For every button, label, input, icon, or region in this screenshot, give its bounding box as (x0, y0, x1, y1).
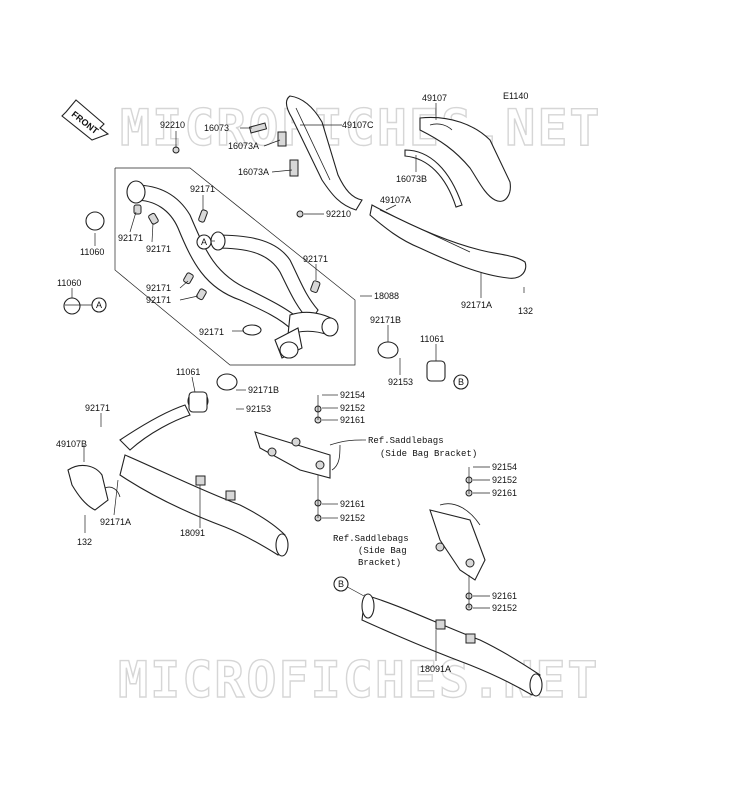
label-16073A-2: 16073A (238, 167, 269, 177)
svg-text:A: A (96, 300, 102, 310)
label-92154-b: 92154 (492, 462, 517, 472)
label-49107C: 49107C (342, 120, 374, 130)
clip-16073 (248, 122, 268, 134)
label-18091: 18091 (180, 528, 205, 538)
label-92161-b: 92161 (340, 499, 365, 509)
label-92171-f: 92171 (303, 254, 328, 264)
clamp-92171B-a (377, 341, 399, 359)
label-92152-b: 92152 (340, 513, 365, 523)
label-92171A-low: 92171A (100, 517, 131, 527)
saddlebag-bracket-right (429, 503, 486, 581)
label-11061-b: 11061 (176, 367, 200, 377)
ref-saddlebags-2-line2: (Side Bag (358, 546, 407, 556)
end-cap-49107B (67, 464, 121, 511)
label-132-top: 132 (518, 306, 533, 316)
label-92152-c: 92152 (492, 475, 517, 485)
label-92171-d: 92171 (146, 283, 171, 293)
label-92171-h: 92171 (85, 403, 110, 413)
label-11061-a: 11061 (420, 334, 444, 344)
ref-saddlebags-2-line1: Ref.Saddlebags (333, 534, 409, 544)
label-49107B: 49107B (56, 439, 87, 449)
label-92171-b: 92171 (118, 233, 143, 243)
muffler-18091A (361, 593, 543, 697)
heat-shield-49107 (419, 116, 511, 202)
label-49107: 49107 (422, 93, 447, 103)
svg-text:B: B (458, 377, 464, 387)
label-11060-a: 11060 (80, 247, 104, 257)
label-92161-a: 92161 (340, 415, 365, 425)
clamp-92171B-b (216, 373, 238, 391)
y-pipe-18088 (126, 180, 339, 359)
label-11060-b: 11060 (57, 278, 81, 288)
diagram-code: E1140 (503, 91, 528, 101)
heat-shield-49107C (285, 95, 363, 211)
label-132-low: 132 (77, 537, 92, 547)
label-92153-b: 92153 (246, 404, 271, 414)
svg-text:A: A (201, 237, 207, 247)
label-92161-d: 92161 (492, 591, 517, 601)
label-16073B: 16073B (396, 174, 427, 184)
ref-saddlebags-1-line2: (Side Bag Bracket) (380, 449, 477, 459)
label-92171B-b: 92171B (248, 385, 279, 395)
label-92171-g: 92171 (199, 327, 224, 337)
label-16073: 16073 (204, 123, 229, 133)
callout-B-2: B (333, 576, 349, 592)
label-92152-a: 92152 (340, 403, 365, 413)
label-92210-mid: 92210 (326, 209, 351, 219)
label-92171-c: 92171 (146, 244, 171, 254)
callout-A-1: A (196, 234, 212, 250)
label-92210-top: 92210 (160, 120, 185, 130)
label-92171-e: 92171 (146, 295, 171, 305)
assembly-outline (114, 167, 356, 366)
sleeve-11061-b (188, 391, 208, 413)
label-92153-a: 92153 (388, 377, 413, 387)
label-92171B-a: 92171B (370, 315, 401, 325)
label-49107A: 49107A (380, 195, 411, 205)
clip-16073A-2 (289, 159, 299, 177)
label-ticks (322, 394, 490, 609)
part-labels: 92210 16073 16073A 16073A 49107C 49107 1… (56, 93, 533, 674)
sleeve-11061-a (426, 360, 446, 382)
label-92171-a: 92171 (190, 184, 215, 194)
heat-shield-16073B (404, 149, 463, 208)
muffler-18091 (119, 391, 289, 557)
clip-16073A-1 (277, 131, 287, 147)
callout-A-2: A (91, 297, 107, 313)
svg-text:B: B (338, 579, 344, 589)
saddlebag-bracket-left (254, 431, 363, 479)
label-18088: 18088 (374, 291, 399, 301)
callout-B-1: B (453, 374, 469, 390)
label-92161-c: 92161 (492, 488, 517, 498)
heat-shield-49107A (369, 204, 527, 279)
label-92171A-top: 92171A (461, 300, 492, 310)
label-16073A-1: 16073A (228, 141, 259, 151)
label-92154-a: 92154 (340, 390, 365, 400)
label-92152-d: 92152 (492, 603, 517, 613)
watermark-top: MICROFICHES.NET (120, 99, 602, 157)
label-18091A: 18091A (420, 664, 451, 674)
ref-saddlebags-2-line3: Bracket) (358, 558, 401, 568)
front-arrow-icon: FRONT (61, 99, 110, 141)
ref-saddlebags-1-line1: Ref.Saddlebags (368, 436, 444, 446)
